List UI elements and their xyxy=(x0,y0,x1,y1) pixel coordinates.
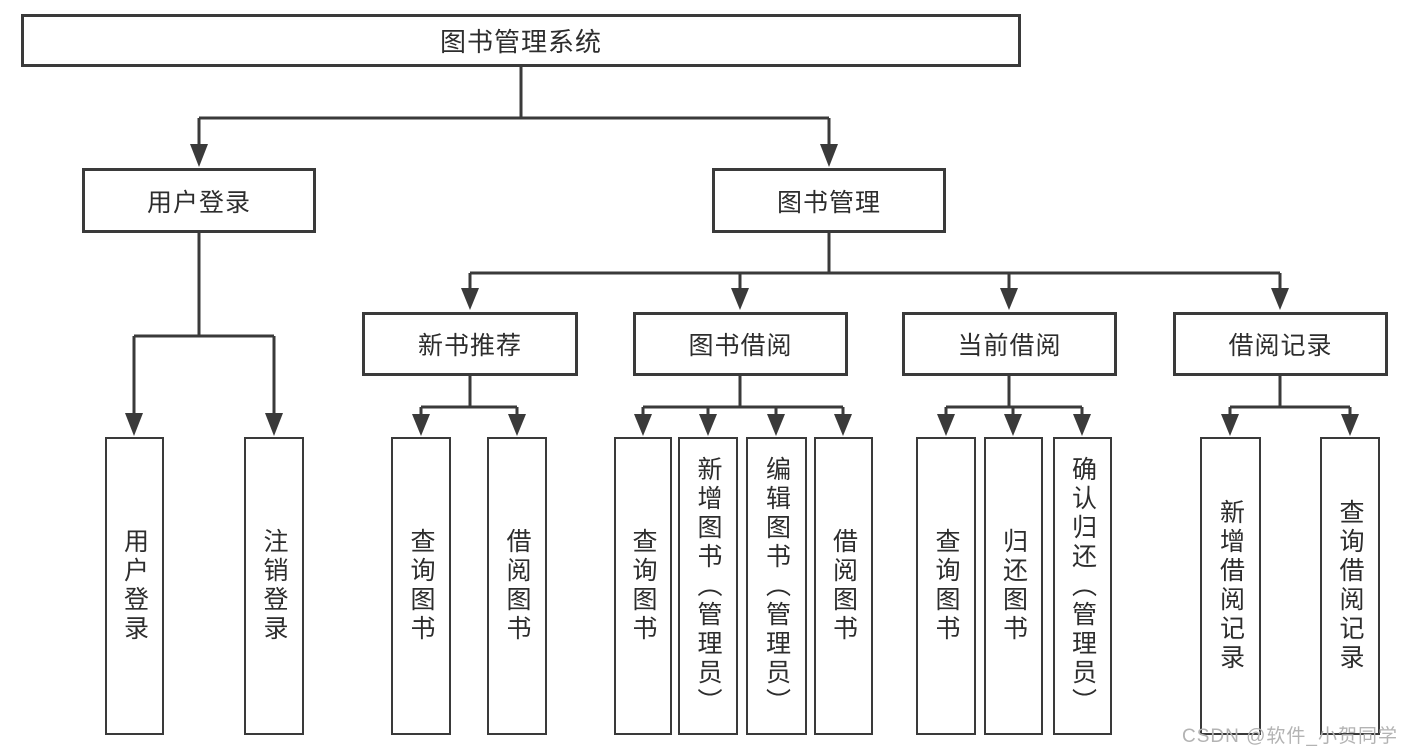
node-label: 图书管理系统 xyxy=(439,27,602,57)
csdn-watermark: CSDN @软件_小贺同学 xyxy=(1182,726,1398,747)
leaf-query-borrow-record: 查询借阅记录 xyxy=(1320,437,1380,735)
leaf-query-books-recommend: 查询图书 xyxy=(391,437,451,735)
leaf-user-login: 用户登录 xyxy=(105,437,164,735)
node-label: 借阅图书 xyxy=(503,528,531,644)
node-label: 归还图书 xyxy=(999,528,1028,644)
leaf-borrow-books: 借阅图书 xyxy=(814,437,873,735)
node-label: 新增借阅记录 xyxy=(1216,499,1245,673)
node-label: 借阅图书 xyxy=(829,528,858,644)
node-label: 编辑图书（管理员） xyxy=(762,455,791,717)
leaf-return-book: 归还图书 xyxy=(984,437,1043,735)
node-label: 确认归还（管理员） xyxy=(1068,455,1097,717)
leaf-edit-book-admin: 编辑图书（管理员） xyxy=(746,437,807,735)
node-label: 新书推荐 xyxy=(417,332,522,360)
node-borrow-records: 借阅记录 xyxy=(1173,312,1388,376)
node-label: 用户登录 xyxy=(120,528,149,644)
node-book-management: 图书管理 xyxy=(712,168,946,233)
node-label: 新增图书（管理员） xyxy=(694,455,722,717)
node-current-borrow: 当前借阅 xyxy=(902,312,1117,376)
node-label: 查询图书 xyxy=(932,528,960,644)
leaf-borrow-books-recommend: 借阅图书 xyxy=(487,437,547,735)
node-label: 注销登录 xyxy=(260,528,288,644)
node-label: 查询图书 xyxy=(407,528,435,644)
node-new-book-recommend: 新书推荐 xyxy=(362,312,578,376)
node-library-management-system: 图书管理系统 xyxy=(21,14,1021,67)
node-label: 当前借阅 xyxy=(957,332,1062,360)
node-label: 用户登录 xyxy=(146,188,251,217)
leaf-logout: 注销登录 xyxy=(244,437,304,735)
node-user-login: 用户登录 xyxy=(82,168,316,233)
leaf-add-borrow-record: 新增借阅记录 xyxy=(1200,437,1261,735)
node-label: 借阅记录 xyxy=(1228,332,1333,360)
node-label: 图书借阅 xyxy=(688,332,793,360)
leaf-confirm-return-admin: 确认归还（管理员） xyxy=(1053,437,1112,735)
leaf-add-book-admin: 新增图书（管理员） xyxy=(678,437,738,735)
node-label: 查询图书 xyxy=(629,528,657,644)
node-label: 查询借阅记录 xyxy=(1336,499,1364,673)
leaf-query-books-current: 查询图书 xyxy=(916,437,976,735)
leaf-query-books-borrow: 查询图书 xyxy=(614,437,672,735)
node-book-borrow: 图书借阅 xyxy=(633,312,848,376)
node-label: 图书管理 xyxy=(776,188,881,217)
